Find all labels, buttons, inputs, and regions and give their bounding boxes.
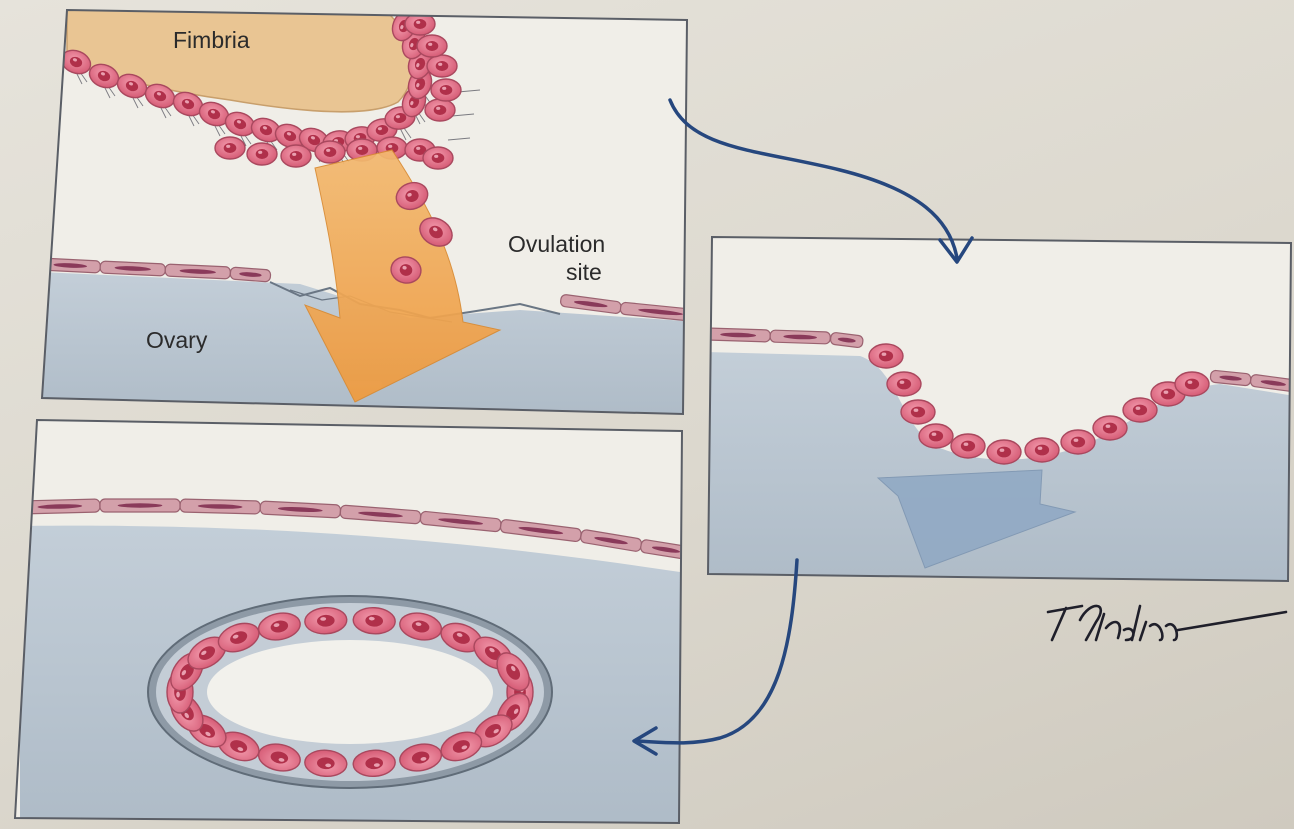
cuboidal-cell — [887, 372, 921, 396]
flat-epithelial-cell — [100, 499, 180, 512]
artist-signature — [1048, 606, 1286, 640]
label-fimbria: Fimbria — [173, 27, 250, 53]
flat-epithelial-cell — [706, 328, 770, 342]
cuboidal-cell — [901, 400, 935, 424]
cuboidal-cell — [247, 143, 277, 165]
cuboidal-cell — [423, 147, 453, 169]
cuboidal-cell — [431, 79, 461, 101]
cuboidal-cell — [919, 424, 953, 448]
label-ovary: Ovary — [146, 327, 208, 353]
cuboidal-cell — [427, 55, 457, 77]
cuboidal-cell — [215, 137, 245, 159]
flat-epithelial-cell — [100, 261, 166, 276]
cuboidal-cell — [425, 99, 455, 121]
cuboidal-cell — [951, 434, 985, 458]
cuboidal-cell — [1123, 398, 1157, 422]
label-ovulation: Ovulation — [508, 231, 605, 257]
cuboidal-cell — [1061, 430, 1095, 454]
cuboidal-cell — [1093, 416, 1127, 440]
flat-epithelial-cell — [40, 258, 101, 273]
cuboidal-cell — [281, 145, 311, 167]
cuboidal-cell — [869, 344, 903, 368]
cuboidal-cell — [315, 141, 345, 163]
cuboidal-cell — [1175, 372, 1209, 396]
label-site: site — [566, 259, 602, 285]
flat-epithelial-cell — [230, 267, 271, 282]
panel-ovulation-rupture: Fimbria Ovulation site Ovary — [40, 8, 701, 420]
flat-epithelial-cell — [180, 499, 260, 514]
cyst-lumen — [207, 640, 493, 744]
flat-epithelial-cell — [770, 330, 830, 344]
cuboidal-cell — [1025, 438, 1059, 462]
panel-inclusion-cyst — [15, 420, 692, 829]
cuboidal-cell — [417, 35, 447, 57]
panel-epithelial-invagination — [706, 237, 1294, 590]
flat-epithelial-cell — [165, 264, 231, 279]
cuboidal-cell — [987, 440, 1021, 464]
